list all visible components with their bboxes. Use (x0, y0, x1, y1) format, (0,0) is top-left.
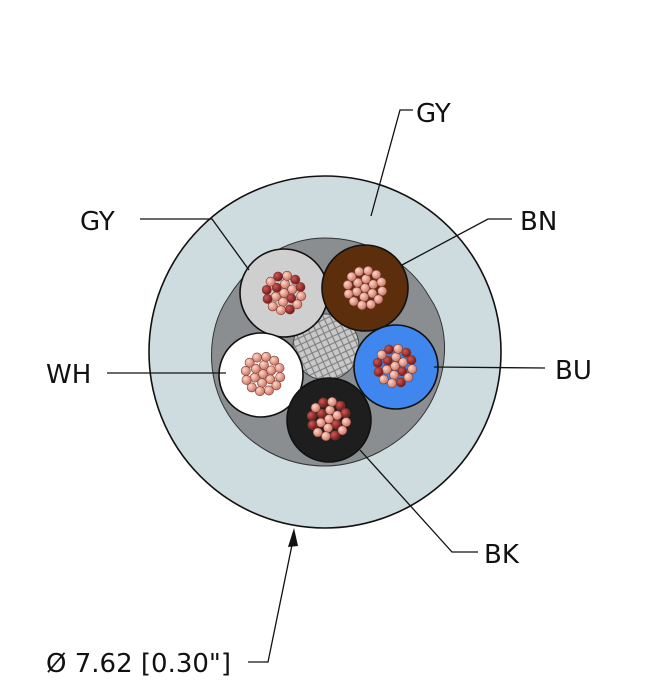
leader-diameter (248, 539, 294, 663)
copper-strand (377, 286, 388, 296)
copper-strand (398, 357, 409, 368)
copper-strand (271, 282, 282, 293)
copper-strand (254, 386, 265, 397)
copper-strand (327, 396, 337, 407)
conductor-bu (353, 324, 439, 410)
label-cable-diameter: Ø 7.62 [0.30"] (46, 649, 231, 679)
copper-strand (378, 374, 389, 385)
copper-strand (318, 397, 328, 408)
copper-strand (240, 365, 251, 376)
leader-gy (140, 218, 250, 271)
copper-strand (337, 425, 348, 436)
copper-strand (401, 347, 412, 358)
copper-strand (282, 270, 292, 281)
copper-strand (343, 289, 354, 299)
copper-strand (351, 286, 362, 297)
copper-strands-wh (240, 351, 286, 397)
copper-strands-gy (261, 270, 307, 316)
copper-strands-bu (372, 343, 418, 389)
copper-strand (373, 367, 384, 377)
copper-strand (376, 349, 387, 360)
label-jacket-color: GY (416, 99, 451, 129)
copper-strand (372, 357, 383, 368)
copper-strand (275, 305, 286, 316)
copper-strand (261, 284, 272, 295)
copper-strand (340, 408, 351, 418)
copper-strand (346, 271, 357, 282)
label-bu-conductor: BU (555, 356, 592, 386)
diameter-arrowhead (288, 528, 298, 547)
copper-strand (382, 355, 393, 366)
copper-strand (292, 299, 303, 310)
conductor-bk (286, 377, 372, 463)
copper-strand (320, 431, 331, 442)
copper-strand (249, 372, 260, 383)
copper-strand (341, 417, 352, 427)
copper-strand (356, 300, 367, 311)
leader-bk (359, 449, 478, 553)
copper-strand (250, 363, 261, 374)
copper-strands-bk (306, 396, 352, 442)
copper-strand (315, 417, 326, 428)
copper-strand (371, 269, 382, 280)
copper-strand (310, 402, 321, 413)
copper-strand (246, 382, 257, 393)
copper-strand (265, 276, 276, 287)
copper-strand (381, 364, 392, 375)
copper-strand (295, 282, 306, 292)
copper-strand (403, 372, 414, 383)
copper-strand (352, 277, 363, 288)
copper-strand (354, 266, 364, 277)
copper-strand (252, 352, 262, 363)
copper-strand (386, 378, 397, 389)
copper-strand (269, 355, 280, 366)
copper-strand (406, 355, 417, 365)
copper-strand (244, 357, 255, 368)
copper-strand (271, 380, 282, 391)
copper-strand (393, 343, 403, 354)
copper-strand (266, 365, 277, 376)
copper-strand (332, 410, 343, 421)
copper-strand (407, 364, 418, 374)
copper-strand (348, 296, 359, 307)
copper-strand (384, 344, 394, 355)
copper-strand (312, 427, 323, 438)
copper-strand (363, 265, 373, 276)
copper-strand (241, 375, 252, 385)
leader-jacket (370, 109, 413, 217)
label-wh-conductor: WH (46, 360, 91, 390)
copper-strand (335, 400, 346, 411)
label-bk-conductor: BK (484, 540, 520, 570)
copper-strand (376, 277, 387, 287)
leader-bu (433, 366, 546, 369)
copper-strand (306, 410, 317, 421)
copper-strand (373, 294, 384, 305)
label-gy-conductor: GY (80, 207, 115, 237)
copper-strand (290, 274, 301, 285)
copper-strand (267, 301, 278, 312)
copper-strand (307, 420, 318, 430)
copper-strand (342, 279, 353, 290)
copper-strand (262, 294, 273, 304)
label-bn-conductor: BN (520, 207, 557, 237)
copper-strand (316, 408, 327, 419)
copper-strand (261, 351, 271, 362)
copper-strand (273, 271, 283, 282)
leader-bn (401, 218, 512, 266)
copper-strand (270, 291, 281, 302)
conductor-wh (218, 332, 304, 418)
conductor-gy (239, 248, 329, 338)
copper-strands-bn (342, 265, 388, 311)
copper-strand (296, 291, 307, 301)
copper-strand (287, 284, 298, 295)
conductor-bn (321, 244, 409, 332)
copper-strand (274, 363, 285, 373)
copper-strand (275, 372, 286, 382)
copper-strand (368, 279, 379, 290)
